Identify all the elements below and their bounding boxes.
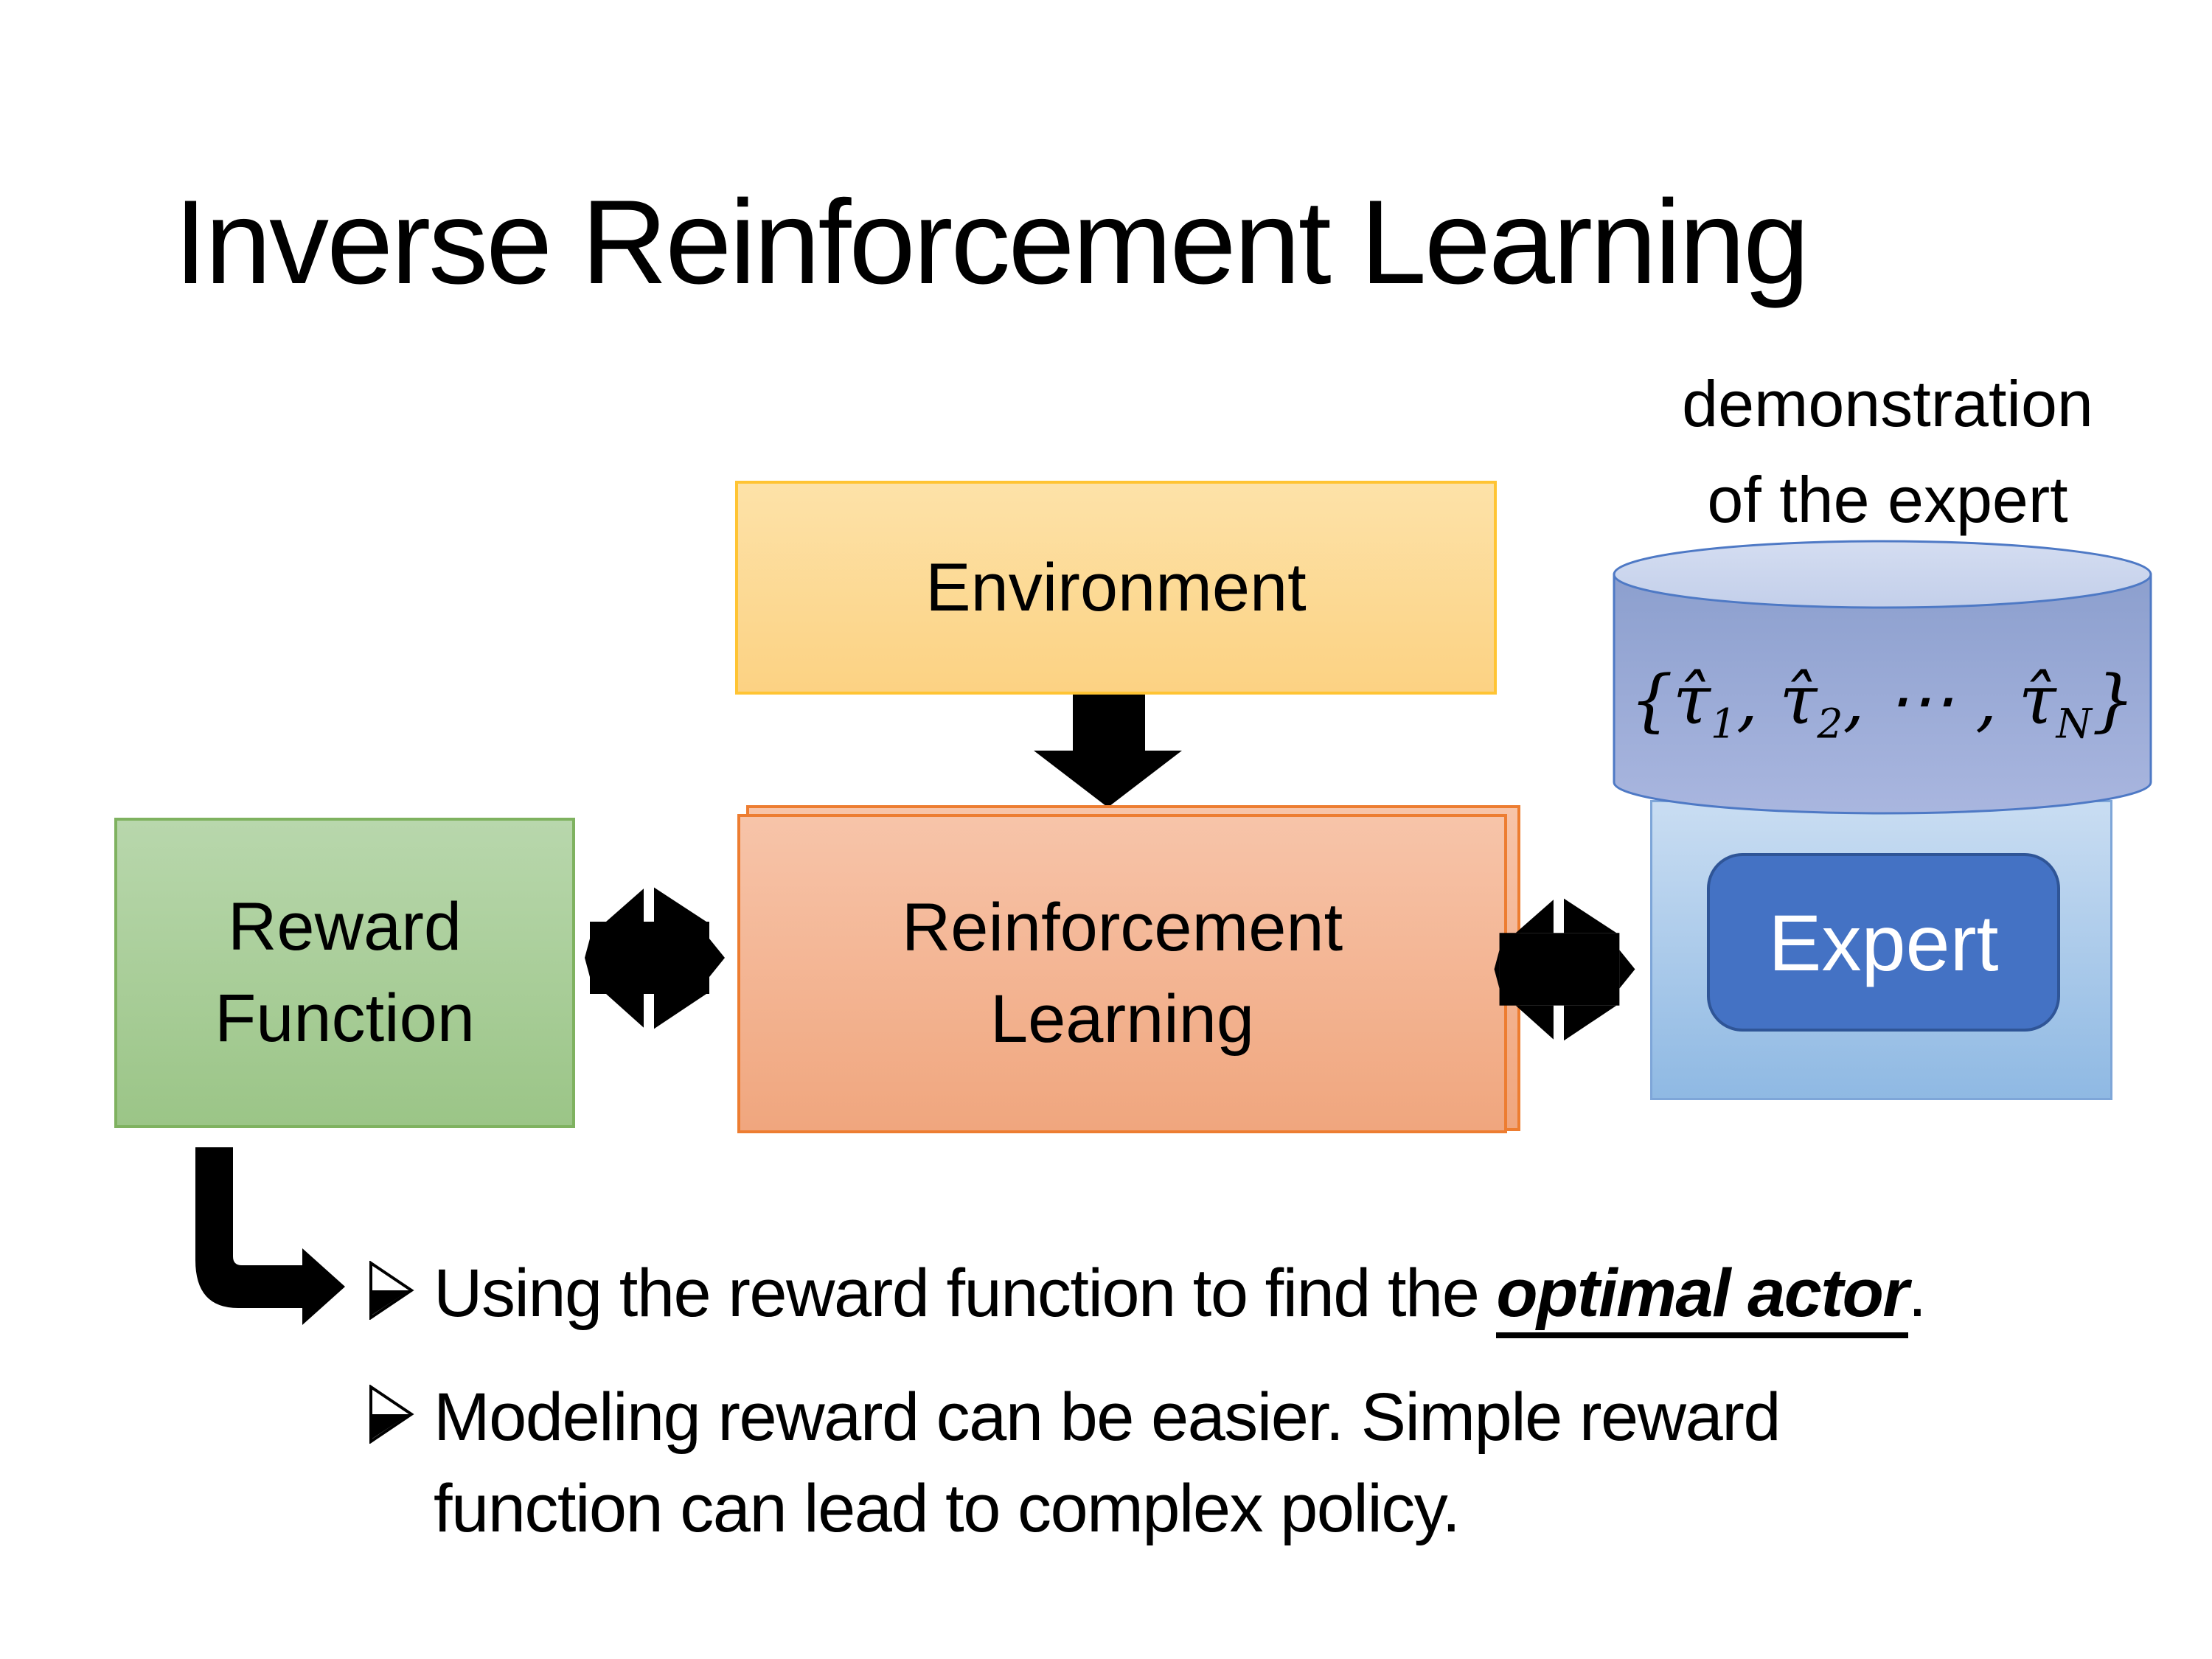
- formula-sub-2: 2: [1817, 700, 1843, 748]
- trajectory-set-formula: {τ̂1, τ̂2, ⋯ , τ̂N}: [1612, 661, 2153, 748]
- down-arrow-icon: [1034, 695, 1182, 807]
- expert-label: Expert: [1768, 897, 1999, 987]
- reward-label: Reward Function: [215, 882, 475, 1064]
- bullet-1-pre: Using the reward function to find the: [434, 1256, 1497, 1331]
- rl-label-line2: Learning: [990, 981, 1255, 1057]
- formula-sub-1: 1: [1710, 700, 1737, 748]
- reward-label-line1: Reward: [227, 889, 462, 965]
- arrowhead-bullet-icon: [369, 1248, 434, 1324]
- rl-label: Reinforcement Learning: [902, 883, 1343, 1065]
- reward-function-box: Reward Function: [114, 818, 575, 1128]
- demonstration-annotation: demonstration of the expert: [1585, 356, 2190, 548]
- exchange-arrow-right-icon: [1494, 895, 1635, 1044]
- bullet-2-text: Modeling reward can be easier. Simple re…: [434, 1380, 1781, 1547]
- page-title: Inverse Reinforcement Learning: [174, 175, 1809, 309]
- annotation-line2: of the expert: [1707, 463, 2068, 537]
- formula-mid2: , ⋯ , τ̂: [1843, 661, 2056, 740]
- reinforcement-learning-box: Reinforcement Learning: [737, 814, 1507, 1133]
- bullet-item-1: Using the reward function to find the op…: [369, 1248, 2175, 1339]
- database-cylinder-icon: [1613, 540, 2152, 815]
- bullet-1-text: Using the reward function to find the op…: [434, 1248, 1927, 1339]
- rl-label-line1: Reinforcement: [901, 890, 1343, 966]
- exchange-arrow-left-icon: [585, 884, 725, 1032]
- bullet-item-2: Modeling reward can be easier. Simple re…: [369, 1371, 2065, 1554]
- annotation-line1: demonstration: [1682, 367, 2093, 440]
- environment-box: Environment: [735, 481, 1497, 695]
- arrowhead-bullet-icon: [369, 1371, 434, 1447]
- expert-box: Expert: [1707, 853, 2060, 1032]
- environment-label: Environment: [925, 549, 1307, 625]
- bullet-1-emphasis: optimal actor: [1496, 1258, 1909, 1338]
- formula-open: {τ̂: [1630, 661, 1711, 740]
- reward-label-line2: Function: [215, 980, 475, 1056]
- bullet-1-post: .: [1907, 1256, 1927, 1331]
- formula-close: }: [2091, 661, 2135, 740]
- formula-sub-n: N: [2056, 700, 2092, 748]
- formula-mid1: , τ̂: [1736, 661, 1818, 740]
- bent-arrow-icon: [195, 1147, 345, 1325]
